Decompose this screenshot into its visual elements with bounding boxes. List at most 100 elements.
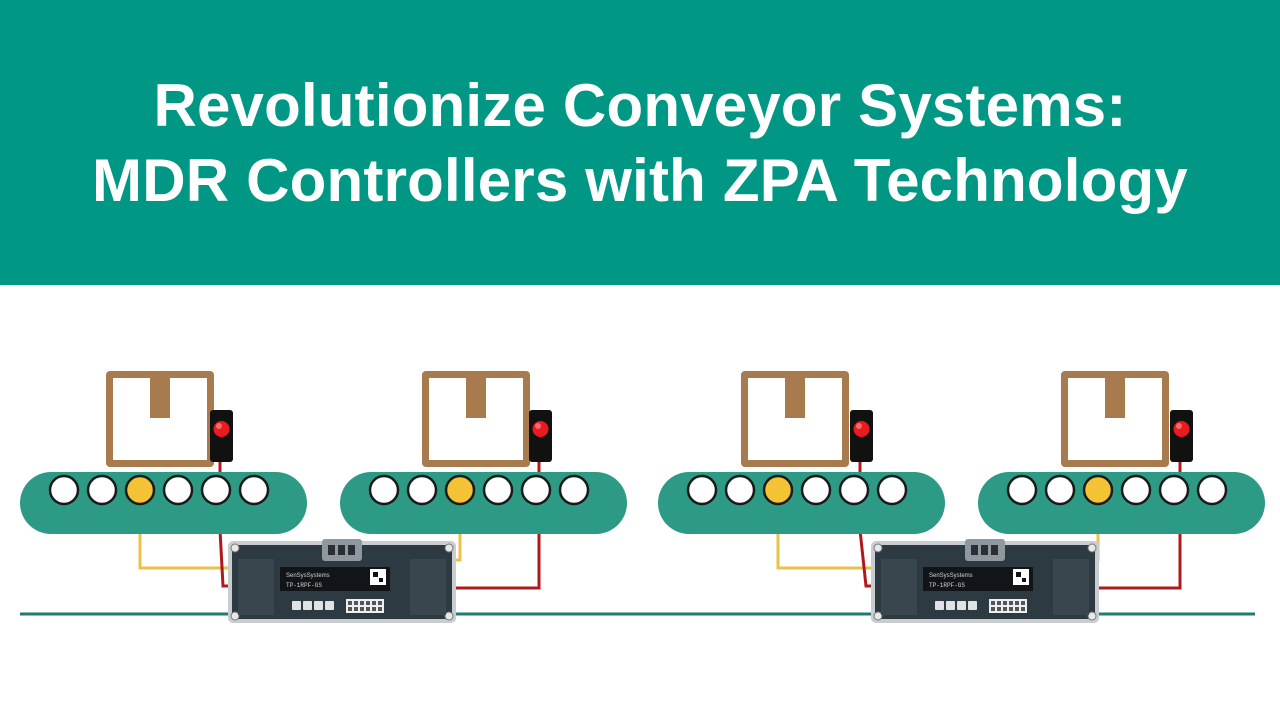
roller — [368, 474, 400, 506]
sensor-light-glare — [535, 423, 541, 429]
roller — [482, 474, 514, 506]
roller — [800, 474, 832, 506]
terminal-pin — [997, 607, 1001, 611]
terminal-pin — [366, 601, 370, 605]
terminal-pin — [360, 607, 364, 611]
connector-pin — [338, 545, 345, 555]
box-tape — [466, 378, 486, 418]
mount-screw — [444, 611, 454, 621]
terminal-pin — [1009, 607, 1013, 611]
roller — [200, 474, 232, 506]
sensor-light — [213, 421, 230, 437]
side-panel-right — [1053, 559, 1089, 615]
motorized-roller — [444, 474, 476, 506]
controller-model: TP-1RPF-GS — [929, 582, 965, 589]
roller — [48, 474, 80, 506]
motorized-roller — [762, 474, 794, 506]
controller-brand: SenSysSystems — [929, 573, 973, 579]
roller — [724, 474, 756, 506]
conveyor-zone-2 — [340, 371, 627, 534]
roller — [876, 474, 908, 506]
sensor-light-glare — [216, 423, 222, 429]
side-panel-right — [410, 559, 446, 615]
roller — [686, 474, 718, 506]
terminal-pin — [354, 607, 358, 611]
port — [968, 601, 977, 610]
qr-block — [1016, 572, 1021, 577]
terminal-pin — [378, 601, 382, 605]
roller — [1120, 474, 1152, 506]
roller — [406, 474, 438, 506]
mount-screw — [1087, 543, 1097, 553]
terminal-pin — [378, 607, 382, 611]
box-tape — [785, 378, 805, 418]
roller — [558, 474, 590, 506]
terminal-pin — [1003, 601, 1007, 605]
connector-pin — [991, 545, 998, 555]
port — [935, 601, 944, 610]
side-panel-left — [881, 559, 917, 615]
title-banner: Revolutionize Conveyor Systems: MDR Cont… — [0, 0, 1280, 285]
title-line-2: MDR Controllers with ZPA Technology — [92, 146, 1188, 214]
connector-pin — [971, 545, 978, 555]
terminal-pin — [1003, 607, 1007, 611]
roller — [86, 474, 118, 506]
roller — [1196, 474, 1228, 506]
conveyor-zone-3 — [658, 371, 945, 534]
terminal-pin — [366, 607, 370, 611]
connector-pin — [981, 545, 988, 555]
terminal-pin — [991, 607, 995, 611]
mount-screw — [1087, 611, 1097, 621]
port — [325, 601, 334, 610]
terminal-pin — [1015, 607, 1019, 611]
terminal-pin — [360, 601, 364, 605]
qr-block — [373, 572, 378, 577]
roller — [1044, 474, 1076, 506]
terminal-pin — [1021, 607, 1025, 611]
roller — [238, 474, 270, 506]
box-tape — [1105, 378, 1125, 418]
conveyor-zone-4 — [978, 371, 1265, 534]
connector-pin — [328, 545, 335, 555]
conveyor-zone-1 — [20, 371, 307, 534]
roller — [838, 474, 870, 506]
mount-screw — [230, 543, 240, 553]
connector-pin — [348, 545, 355, 555]
mount-screw — [873, 543, 883, 553]
port — [303, 601, 312, 610]
port — [957, 601, 966, 610]
controller-brand: SenSysSystems — [286, 573, 330, 579]
mount-screw — [873, 611, 883, 621]
qr-block — [1022, 578, 1026, 582]
terminal-pin — [372, 601, 376, 605]
terminal-pin — [348, 601, 352, 605]
terminal-pin — [997, 601, 1001, 605]
controller-model: TP-1RPF-GS — [286, 582, 322, 589]
motorized-roller — [124, 474, 156, 506]
sensor-light — [1173, 421, 1190, 437]
box-tape — [150, 378, 170, 418]
sensor-light-glare — [1176, 423, 1182, 429]
sensor-light-glare — [856, 423, 862, 429]
port — [292, 601, 301, 610]
terminal-pin — [991, 601, 995, 605]
qr-block — [379, 578, 383, 582]
terminal-pin — [1021, 601, 1025, 605]
roller — [1006, 474, 1038, 506]
mount-screw — [230, 611, 240, 621]
sensor-light — [532, 421, 549, 437]
roller — [1158, 474, 1190, 506]
terminal-pin — [354, 601, 358, 605]
port — [314, 601, 323, 610]
sensor-light — [853, 421, 870, 437]
mount-screw — [444, 543, 454, 553]
conveyor-diagram-svg: SenSysSystemsTP-1RPF-GSSenSysSystemsTP-1… — [20, 371, 1265, 623]
terminal-pin — [372, 607, 376, 611]
title-line-1: Revolutionize Conveyor Systems: — [153, 71, 1127, 139]
roller — [520, 474, 552, 506]
roller — [162, 474, 194, 506]
terminal-pin — [1009, 601, 1013, 605]
